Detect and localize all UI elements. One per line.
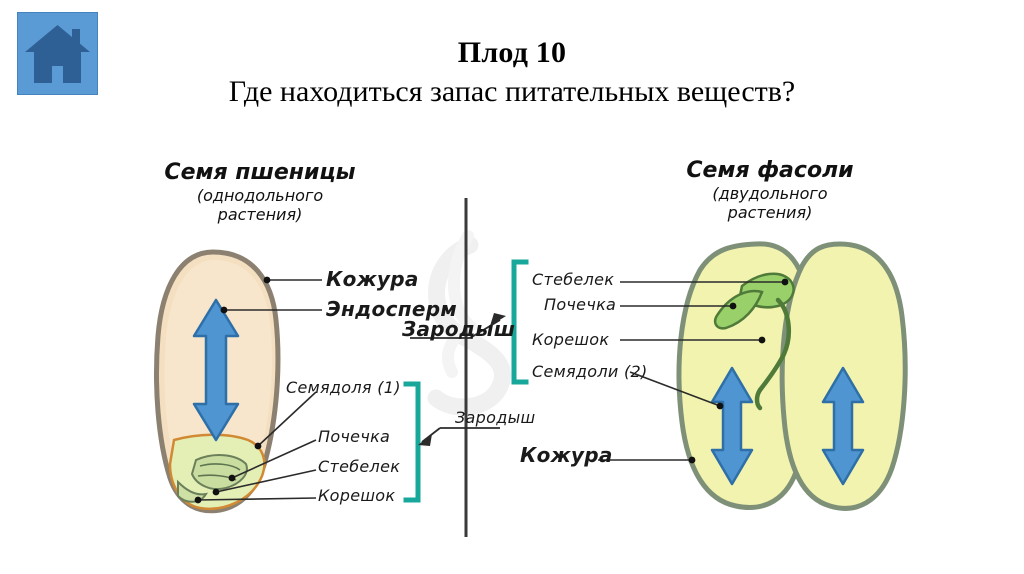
bean-heading-sub-2: растения) — [727, 203, 813, 222]
bean-embryo-label: Зародыш — [402, 317, 516, 341]
wheat-embryo-arrow — [418, 427, 500, 446]
wheat-seed-heading: Семя пшеницы (однодольного растения) — [150, 160, 370, 224]
wheat-heading-sub-1: (однодольного — [196, 186, 324, 205]
wheat-label-plumule: Почечка — [318, 427, 391, 446]
seed-comparison-diagram: Семя пшеницы (однодольного растения) Сем… — [0, 140, 1024, 560]
diagram-artwork — [154, 198, 908, 537]
wheat-storage-arrow — [192, 298, 240, 442]
bean-storage-arrow-right — [821, 366, 865, 486]
wheat-embryo-bracket — [403, 381, 421, 503]
bean-storage-arrow-left — [710, 366, 754, 486]
bean-seed-graphic — [676, 241, 908, 511]
bean-label-coat: Кожура — [520, 443, 613, 467]
wheat-label-coat: Кожура — [326, 267, 419, 291]
page-subtitle: Где находиться запас питательных веществ… — [228, 75, 796, 108]
bean-seed-heading: Семя фасоли (двудольного растения) — [660, 158, 880, 222]
home-icon — [25, 25, 90, 83]
bean-heading-sub-1: (двудольного — [712, 184, 828, 203]
bean-label-plumule: Почечка — [544, 295, 617, 314]
wheat-label-stem: Стебелек — [318, 457, 401, 476]
bean-embryo-arrow — [410, 313, 506, 339]
wheat-heading-main: Семя пшеницы — [164, 160, 356, 185]
page-title: Плод 10 — [457, 36, 567, 69]
bean-leader-lines — [598, 281, 785, 461]
bean-embryo-bracket — [511, 259, 529, 385]
wheat-heading-sub-2: растения) — [217, 205, 303, 224]
wheat-leader-dots — [194, 276, 271, 504]
wheat-label-cotyledon: Семядоля (1) — [286, 378, 401, 397]
bean-label-stem: Стебелек — [532, 270, 615, 289]
title-block: Плод 10 Где находиться запас питательных… — [0, 36, 1024, 112]
bean-leader-dots — [688, 278, 789, 464]
wheat-seed-graphic — [154, 249, 281, 514]
bean-heading-main: Семя фасоли — [686, 158, 854, 183]
bean-label-radicle: Корешок — [532, 330, 610, 349]
wheat-embryo-label: Зародыш — [455, 408, 536, 427]
wheat-label-radicle: Корешок — [318, 486, 396, 505]
home-button[interactable] — [17, 12, 98, 95]
wheat-leader-lines — [197, 279, 322, 501]
wheat-label-endosperm: Эндосперм — [326, 297, 457, 321]
bean-label-cotyledons: Семядоли (2) — [532, 362, 648, 381]
